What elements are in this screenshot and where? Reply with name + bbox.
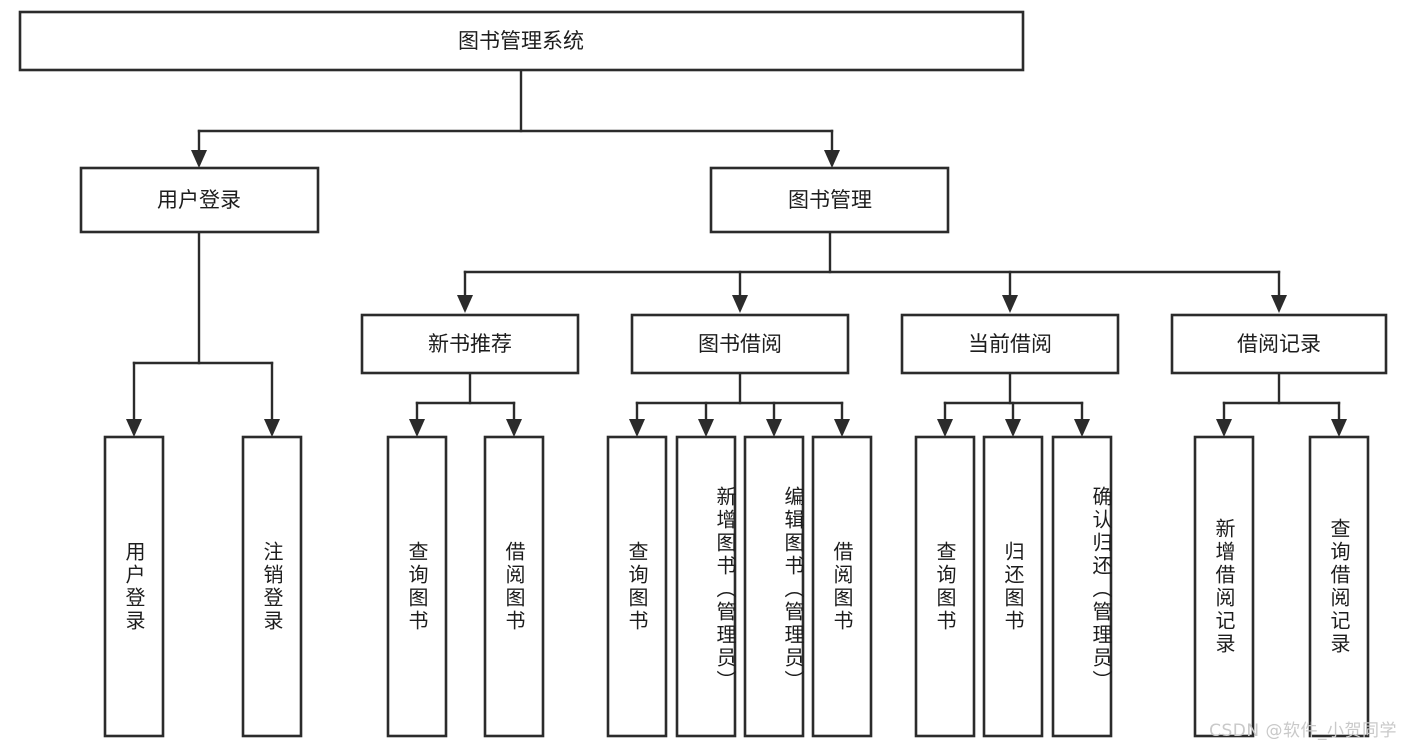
node-book-borrow[interactable]: 图书借阅	[630, 313, 850, 375]
connector-bookmgmt-to-level3	[457, 230, 1287, 313]
node-current-borrow[interactable]: 当前借阅	[900, 313, 1120, 375]
node-current-borrow-box[interactable]	[900, 313, 1120, 375]
connector-userlogin-to-leaves	[126, 230, 280, 437]
node-user-login-box[interactable]	[79, 166, 320, 234]
csdn-watermark: CSDN @软件_小贺同学	[1209, 721, 1397, 741]
node-book-borrow-box[interactable]	[630, 313, 850, 375]
connector-bookborrow-to-leaves	[629, 371, 850, 437]
leaf-box-book-borrow-3[interactable]	[743, 435, 805, 738]
node-borrow-record-label: 借阅记录	[1237, 332, 1321, 356]
node-book-management-box[interactable]	[709, 166, 950, 234]
leaf-box-borrow-record-1[interactable]	[1193, 435, 1255, 738]
node-new-book-recommend-label: 新书推荐	[428, 332, 512, 356]
leaf-box-book-borrow-4[interactable]	[811, 435, 873, 738]
node-user-login-label: 用户登录	[157, 188, 241, 212]
leaf-box-book-borrow-1[interactable]	[606, 435, 668, 738]
node-borrow-record[interactable]: 借阅记录	[1170, 313, 1388, 375]
node-borrow-record-box[interactable]	[1170, 313, 1388, 375]
leaf-box-current-borrow-1[interactable]	[914, 435, 976, 738]
node-new-book-recommend[interactable]: 新书推荐	[360, 313, 580, 375]
leaf-box-user-login-1[interactable]	[103, 435, 165, 738]
node-book-management-label: 图书管理	[788, 188, 872, 212]
node-new-book-recommend-box[interactable]	[360, 313, 580, 375]
leaf-box-book-borrow-2[interactable]	[675, 435, 737, 738]
connector-currentborrow-to-leaves	[937, 371, 1090, 437]
connector-newbook-to-leaves	[409, 371, 522, 437]
node-current-borrow-label: 当前借阅	[968, 332, 1052, 356]
leaf-box-user-login-2[interactable]	[241, 435, 303, 738]
node-root-box[interactable]	[18, 10, 1025, 72]
leaf-box-current-borrow-3[interactable]	[1051, 435, 1113, 738]
leaf-box-new-book-2[interactable]	[483, 435, 545, 738]
leaf-box-borrow-record-2[interactable]	[1308, 435, 1370, 738]
node-user-login[interactable]: 用户登录	[79, 166, 320, 234]
node-book-borrow-label: 图书借阅	[698, 332, 782, 356]
connector-borrowrecord-to-leaves	[1216, 371, 1347, 437]
leaf-box-current-borrow-2[interactable]	[982, 435, 1044, 738]
connector-root-to-level2	[191, 68, 840, 168]
leaf-box-new-book-1[interactable]	[386, 435, 448, 738]
node-root-label: 图书管理系统	[458, 29, 584, 53]
node-root[interactable]: 图书管理系统	[18, 10, 1025, 72]
node-book-management[interactable]: 图书管理	[709, 166, 950, 234]
